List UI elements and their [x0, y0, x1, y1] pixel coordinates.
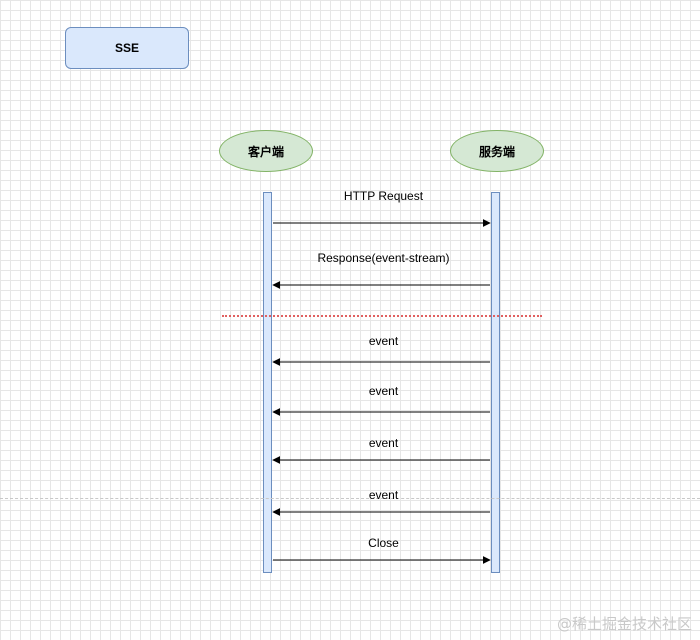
- lifeline-server: [491, 192, 500, 573]
- message-label-3: event: [368, 334, 399, 348]
- lifeline-client: [263, 192, 272, 573]
- message-label-5: event: [368, 436, 399, 450]
- actor-client: 客户端: [219, 130, 313, 172]
- watermark: @稀土掘金技术社区: [556, 615, 692, 633]
- message-label-4: event: [368, 384, 399, 398]
- page-divider: [0, 498, 700, 499]
- message-label-6: event: [368, 488, 399, 502]
- diagram-title: SSE: [65, 27, 189, 69]
- message-label-7: Close: [368, 536, 399, 550]
- actor-server: 服务端: [450, 130, 544, 172]
- connection-divider: [222, 315, 542, 317]
- message-label-2: Response(event-stream): [317, 251, 450, 265]
- message-label-1: HTTP Request: [343, 189, 424, 203]
